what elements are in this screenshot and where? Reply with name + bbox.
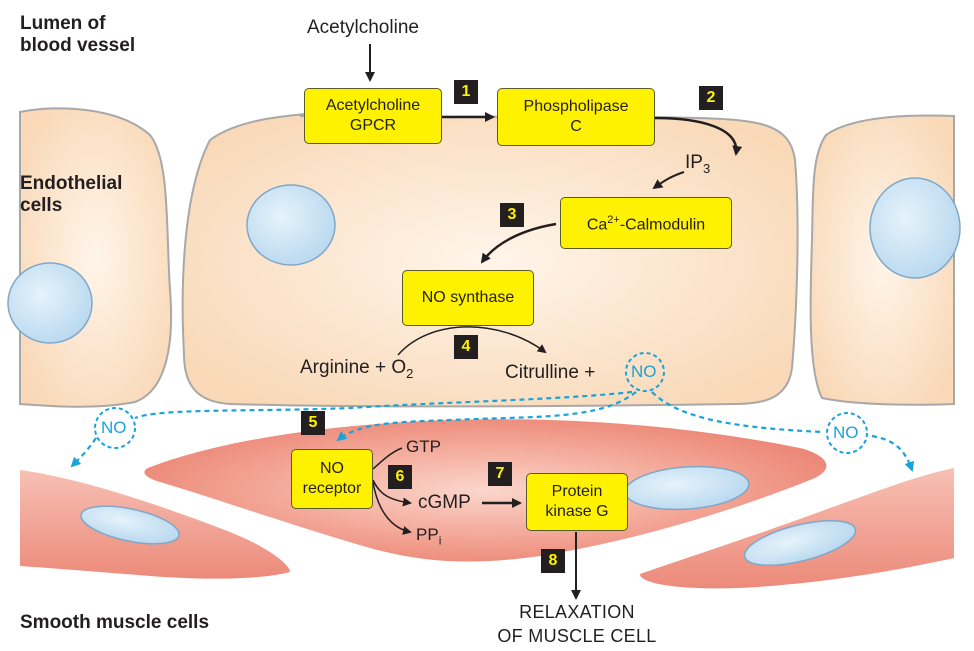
gtp-label: GTP xyxy=(406,437,441,456)
step-3-badge: 3 xyxy=(500,203,524,227)
plc-line1: Phospholipase xyxy=(523,98,629,115)
no-label-left: NO xyxy=(101,418,127,437)
nucleus-right xyxy=(869,177,961,279)
no-circle-endothelial xyxy=(625,352,665,392)
no-path-to-left xyxy=(134,390,633,420)
step-4-badge: 4 xyxy=(454,335,478,359)
relaxation-outcome: RELAXATION OF MUSCLE CELL xyxy=(496,600,658,648)
lumen-label: Lumen of blood vessel xyxy=(20,13,135,57)
arrow-ip3-to-ca xyxy=(652,171,685,190)
arrow-receptor-to-ppi xyxy=(372,481,412,535)
ca-superscript: 2+ xyxy=(607,214,620,227)
ca-rest: -Calmodulin xyxy=(619,216,706,234)
ip3-base: IP xyxy=(685,152,703,173)
ppi-base: PP xyxy=(416,525,439,544)
no-receptor-box: NO receptor xyxy=(291,449,373,509)
lumen-label-line1: Lumen of xyxy=(20,13,106,34)
lumen-label-line2: blood vessel xyxy=(20,35,136,56)
no-circle-right xyxy=(826,412,868,454)
phospholipase-box: Phospholipase C xyxy=(497,88,655,146)
no-label-endothelial: NO xyxy=(631,362,657,381)
arrow-receptor-to-gtp xyxy=(372,447,403,470)
calmodulin-box: Ca2+-Calmodulin xyxy=(560,197,732,249)
smooth-muscle-label: Smooth muscle cells xyxy=(20,612,210,633)
ip3-subscript: 3 xyxy=(702,160,711,176)
no-receptor-line2: receptor xyxy=(302,480,362,497)
no-synthase-box: NO synthase xyxy=(402,270,534,326)
arginine-base: Arginine + O xyxy=(300,357,407,378)
arrow-arginine-to-citrulline xyxy=(397,326,547,356)
cgmp-label: cGMP xyxy=(418,492,471,513)
step-7-badge: 7 xyxy=(488,462,512,486)
pkg-line1: Protein xyxy=(551,483,603,500)
no-path-to-receptor xyxy=(336,391,637,442)
gpcr-line2: GPCR xyxy=(349,117,397,134)
step-8-badge: 8 xyxy=(541,549,565,573)
protein-kinase-g-box: Protein kinase G xyxy=(526,473,628,531)
step-2-badge: 2 xyxy=(699,86,723,110)
no-path-left-tail xyxy=(70,437,97,468)
muscle-nucleus-right xyxy=(743,519,857,567)
step-6-badge: 6 xyxy=(388,465,412,489)
endothelial-cell-left xyxy=(19,107,173,408)
citrulline-label: Citrulline + xyxy=(505,362,596,383)
arginine-subscript: 2 xyxy=(406,365,414,381)
nucleus-center xyxy=(246,184,336,266)
outcome-line2: OF MUSCLE CELL xyxy=(497,626,657,646)
endothelial-label-line1: Endothelial xyxy=(20,173,123,194)
muscle-nucleus-left xyxy=(80,505,180,545)
ppi-subscript: i xyxy=(438,533,442,548)
ppi-label: PPi xyxy=(416,525,441,550)
plc-line2: C xyxy=(570,118,582,135)
ip3-label: IP3 xyxy=(685,152,710,180)
arrow-receptor-to-cgmp xyxy=(372,479,412,507)
gpcr-line1: Acetylcholine xyxy=(325,97,421,114)
arrow-ca-to-nos xyxy=(480,222,557,264)
no-circle-left xyxy=(94,407,136,449)
pkg-line2: kinase G xyxy=(545,503,609,520)
no-label-right: NO xyxy=(833,423,859,442)
outcome-line1: RELAXATION xyxy=(519,602,635,622)
acetylcholine-label: Acetylcholine xyxy=(307,17,419,38)
arrow-plc-to-ip3 xyxy=(654,116,743,156)
nucleus-left xyxy=(7,262,93,344)
step-5-badge: 5 xyxy=(301,411,325,435)
step-1-badge: 1 xyxy=(454,80,478,104)
ca-base: Ca xyxy=(586,216,608,234)
no-path-right-tail xyxy=(871,434,915,472)
endothelial-label-line2: cells xyxy=(20,195,63,216)
no-receptor-line1: NO xyxy=(319,460,344,477)
endothelial-label: Endothelial cells xyxy=(20,173,122,217)
gpcr-box: Acetylcholine GPCR xyxy=(304,88,442,144)
arginine-label: Arginine + O2 xyxy=(300,357,413,385)
